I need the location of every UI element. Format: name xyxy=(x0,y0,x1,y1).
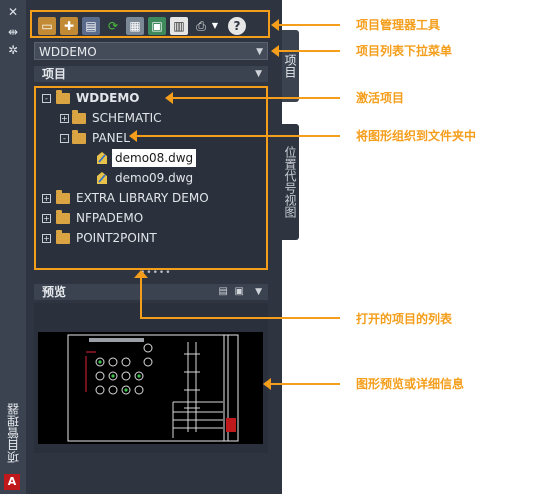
callout-connector xyxy=(140,276,142,318)
chevron-down-icon[interactable]: ▼ xyxy=(255,287,262,297)
refresh-icon[interactable]: ⟳ xyxy=(107,19,119,33)
projects-header[interactable]: 项目 ▼ xyxy=(34,66,268,82)
project-select-value: WDDEMO xyxy=(39,45,97,59)
expand-icon[interactable]: + xyxy=(42,194,51,203)
tree-item-label: EXTRA LIBRARY DEMO xyxy=(76,191,209,205)
tree-item-demo09[interactable]: demo09.dwg xyxy=(40,169,260,187)
tree-item-label: PANEL xyxy=(92,131,130,145)
tree-item-project[interactable]: + NFPADEMO xyxy=(40,209,260,227)
folder-icon xyxy=(56,210,70,224)
drawing-file-icon xyxy=(97,152,107,164)
collapse-icon[interactable]: - xyxy=(42,94,51,103)
callout-dropdown: 项目列表下拉菜单 xyxy=(356,44,453,58)
help-icon[interactable]: ? xyxy=(228,17,246,35)
tree-item-label: demo08.dwg xyxy=(112,149,197,167)
callout-active: 激活项目 xyxy=(356,91,405,105)
callout-arrow xyxy=(271,45,340,57)
publish-icon[interactable]: ⎙ xyxy=(196,19,206,33)
toolbar: ▭ ✚ ▤ ⟳ ▦ ▣ ▥ ⎙ ▼ ? xyxy=(30,10,270,38)
folder-icon xyxy=(56,90,70,104)
dropdown-arrow-icon[interactable]: ▼ xyxy=(211,21,219,30)
tree-root-label: WDDEMO xyxy=(76,91,140,105)
tree-item-label: NFPADEMO xyxy=(76,211,144,225)
details-view-icon[interactable]: ▤ xyxy=(218,286,228,297)
drawing-thumbnail[interactable] xyxy=(38,332,263,444)
tree-item-project[interactable]: + EXTRA LIBRARY DEMO xyxy=(40,189,260,207)
callout-arrow xyxy=(129,130,340,142)
chevron-down-icon[interactable]: ▼ xyxy=(256,47,263,57)
descriptions-icon[interactable]: ▥ xyxy=(170,17,188,35)
pin-icon[interactable]: ⇹ xyxy=(7,25,19,39)
callout-tools: 项目管理器工具 xyxy=(356,18,441,32)
callout-arrowhead xyxy=(134,270,148,278)
tab-location-view[interactable]: 位置代号视图 xyxy=(282,124,299,240)
tree-item-label: POINT2POINT xyxy=(76,231,157,245)
expand-icon[interactable]: + xyxy=(42,214,51,223)
resize-grip[interactable]: ••••• xyxy=(140,268,172,278)
folder-icon xyxy=(56,190,70,204)
folder-icon xyxy=(56,230,70,244)
chevron-down-icon[interactable]: ▼ xyxy=(255,69,262,79)
callout-arrow xyxy=(165,92,340,104)
tree-item-schematic[interactable]: + SCHEMATIC xyxy=(40,109,260,127)
project-tree: - WDDEMO + SCHEMATIC - PANEL demo08.dwg … xyxy=(34,86,268,270)
folder-icon xyxy=(72,110,86,124)
close-icon[interactable]: ✕ xyxy=(7,5,19,19)
autocad-logo: A xyxy=(4,474,20,490)
open-project-icon[interactable]: ▭ xyxy=(38,17,56,35)
update-icon[interactable]: ▦ xyxy=(126,17,144,35)
callout-connector xyxy=(140,317,340,319)
callout-arrow xyxy=(271,19,340,31)
projects-header-label: 项目 xyxy=(42,67,67,81)
tree-item-root[interactable]: - WDDEMO xyxy=(40,89,260,107)
tree-item-project[interactable]: + POINT2POINT xyxy=(40,229,260,247)
project-task-list-icon[interactable]: ▣ xyxy=(148,17,166,35)
collapse-icon[interactable]: - xyxy=(60,134,69,143)
preview-header-label: 预览 xyxy=(42,285,67,299)
tree-item-label: demo09.dwg xyxy=(115,171,194,185)
callout-preview: 图形预览或详细信息 xyxy=(356,377,465,391)
new-project-icon[interactable]: ✚ xyxy=(60,17,78,35)
callout-folders: 将图形组织到文件夹中 xyxy=(356,129,477,143)
left-strip: ✕ ⇹ ✲ 项目管理器 A xyxy=(0,0,26,494)
expand-icon[interactable]: + xyxy=(60,114,69,123)
tree-item-label: SCHEMATIC xyxy=(92,111,162,125)
tree-item-panel[interactable]: - PANEL xyxy=(40,129,260,147)
callout-arrow xyxy=(263,378,340,390)
preview-header[interactable]: 预览 ▤ ▣ ▼ xyxy=(34,284,268,300)
palette-title: 项目管理器 xyxy=(6,403,21,463)
tree-item-demo08[interactable]: demo08.dwg xyxy=(40,149,260,167)
drawing-file-icon xyxy=(97,172,107,184)
project-list-dropdown[interactable]: WDDEMO ▼ xyxy=(34,42,268,60)
callout-open-list: 打开的项目的列表 xyxy=(356,312,453,326)
expand-icon[interactable]: + xyxy=(42,234,51,243)
preview-view-icon[interactable]: ▣ xyxy=(234,286,244,297)
gear-icon[interactable]: ✲ xyxy=(7,43,19,57)
new-drawing-icon[interactable]: ▤ xyxy=(82,17,100,35)
folder-icon xyxy=(72,130,86,144)
tab-project[interactable]: 项目 xyxy=(282,30,299,102)
